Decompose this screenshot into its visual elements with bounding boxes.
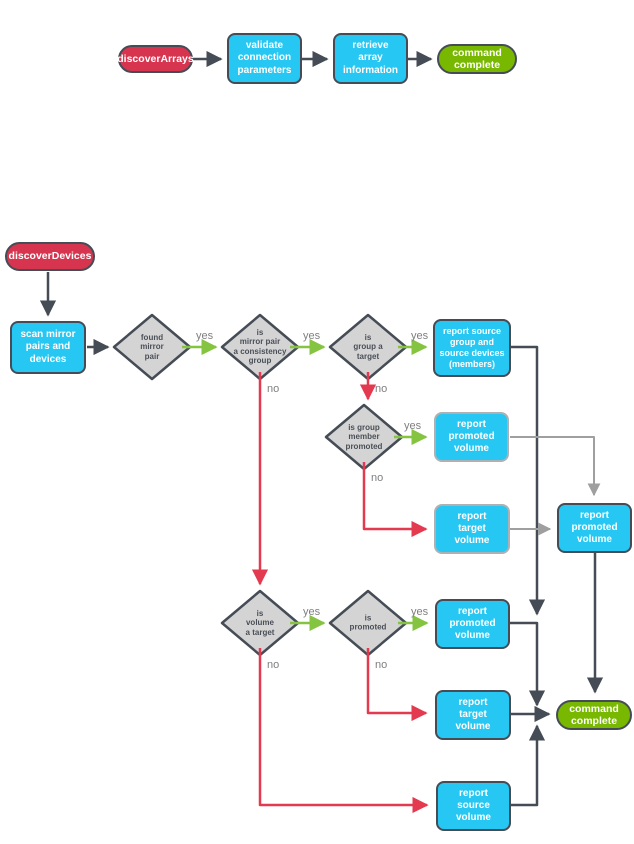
step-report-promoted-volume-member: report promoted volume xyxy=(434,412,509,462)
gray-connectors xyxy=(510,436,601,536)
edge-label-yes-volume-target: yes xyxy=(303,606,321,618)
edge-label-no-consistency: no xyxy=(267,383,280,395)
edge-label-no-group-target: no xyxy=(375,383,388,395)
start-discover-devices: discoverDevices xyxy=(5,242,95,271)
end-command-complete-devices: command complete xyxy=(556,700,632,730)
step-report-target-volume: report target volume xyxy=(435,690,511,740)
edge-label-no-member-promoted: no xyxy=(371,472,384,484)
decision-group-target-label: is group a target xyxy=(353,332,383,361)
decision-member-promoted-label: is group member promoted xyxy=(345,422,383,451)
step-scan-mirror-pairs: scan mirror pairs and devices xyxy=(10,321,86,374)
step-validate-connection-parameters: validate connection parameters xyxy=(227,33,302,84)
decision-consistency-group-label: is mirror pair a consistency group xyxy=(233,328,287,366)
step-report-source-group: report source group and source devices (… xyxy=(433,319,511,377)
edge-label-yes-consistency: yes xyxy=(303,330,321,342)
step-report-target-volume-member: report target volume xyxy=(434,504,510,554)
step-report-promoted-volume: report promoted volume xyxy=(435,599,510,649)
decision-promoted-label: is promoted xyxy=(349,613,387,632)
edge-label-yes-member-promoted: yes xyxy=(404,420,422,432)
end-command-complete-arrays: command complete xyxy=(437,44,517,74)
edge-label-yes-promoted: yes xyxy=(411,606,429,618)
decision-diamonds xyxy=(112,313,408,657)
edge-label-no-volume-target: no xyxy=(267,659,280,671)
edge-label-yes-group-target: yes xyxy=(411,330,429,342)
red-connectors xyxy=(251,372,429,814)
dark-connectors xyxy=(39,50,604,807)
start-discover-arrays: discoverArrays xyxy=(117,45,194,73)
edge-label-yes-found-pair: yes xyxy=(196,330,214,342)
step-retrieve-array-information: retrieve array information xyxy=(333,33,408,84)
step-report-promoted-volume-merge: report promoted volume xyxy=(557,503,632,553)
decision-volume-target-label: is volume a target xyxy=(245,608,275,637)
step-report-source-volume: report source volume xyxy=(436,781,511,831)
green-connectors xyxy=(182,338,429,632)
decision-found-mirror-pair-label: found mirror pair xyxy=(140,332,164,361)
edge-label-no-promoted: no xyxy=(375,659,388,671)
